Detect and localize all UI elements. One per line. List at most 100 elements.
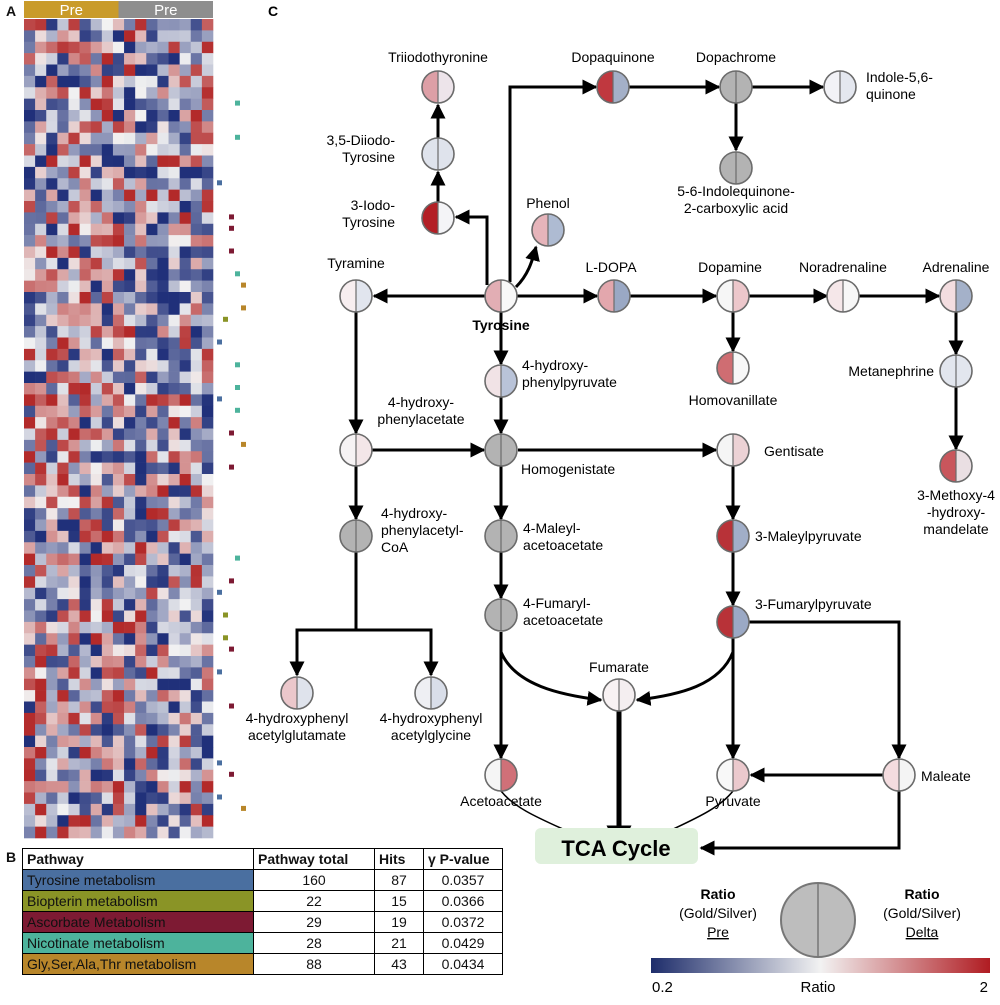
heatmap-cell: [112, 417, 125, 429]
heatmap-cell: [101, 781, 114, 793]
heatmap-cell: [168, 303, 180, 316]
heatmap-cell: [101, 735, 114, 748]
heatmap-cell: [101, 439, 114, 452]
heatmap-cell: [201, 314, 214, 327]
heatmap-cell: [201, 121, 214, 134]
heatmap-cell: [24, 758, 36, 771]
heatmap-cell: [90, 496, 103, 509]
heatmap-cell: [46, 565, 58, 577]
heatmap-cell: [201, 303, 214, 316]
heatmap-cell: [68, 565, 80, 577]
heatmap-cell: [201, 326, 214, 338]
heatmap-cell: [46, 280, 58, 293]
heatmap-cell: [179, 348, 192, 361]
heatmap-cell: [46, 462, 58, 475]
heatmap-cell: [201, 735, 214, 748]
heatmap-cell: [68, 360, 80, 372]
heatmap-cell: [46, 792, 58, 805]
heatmap-cell: [90, 792, 103, 805]
heatmap-cell: [90, 155, 103, 168]
heatmap-cell: [157, 576, 169, 589]
heatmap-cell: [179, 223, 192, 236]
heatmap-cell: [146, 735, 158, 748]
heatmap-cell: [57, 87, 69, 99]
heatmap-cell: [179, 769, 192, 782]
metabolite-label: Acetoacetate: [460, 793, 542, 809]
heatmap-cell: [168, 144, 180, 156]
heatmap-cell: [112, 519, 125, 532]
heatmap-cell: [124, 530, 136, 543]
heatmap-cell: [90, 678, 103, 691]
heatmap-cell: [157, 508, 169, 520]
metabolite-node-metanephrine: Metanephrine: [848, 354, 973, 388]
heatmap-cell: [201, 769, 214, 782]
heatmap-cell: [190, 314, 203, 327]
heatmap-cell: [35, 178, 47, 190]
heatmap-cell: [190, 144, 203, 156]
heatmap-cell: [79, 439, 92, 452]
heatmap-cell: [101, 565, 114, 577]
heatmap-cell: [135, 155, 147, 168]
heatmap-cell: [90, 394, 103, 407]
heatmap-cell: [146, 110, 158, 122]
heatmap-cell: [157, 98, 169, 111]
heatmap-cell: [124, 178, 136, 190]
heatmap-cell: [146, 758, 158, 771]
heatmap-cell: [190, 75, 203, 88]
heatmap-cell: [190, 178, 203, 190]
heatmap-cell: [79, 98, 92, 111]
heatmap-cell: [57, 144, 69, 156]
cell-total: 88: [253, 953, 375, 975]
metabolite-label: Pyruvate: [705, 793, 760, 809]
heatmap-cell: [146, 428, 158, 441]
heatmap-cell: [146, 587, 158, 600]
heatmap-cell: [68, 576, 80, 589]
heatmap-cell: [24, 644, 36, 657]
heatmap-cell: [124, 87, 136, 99]
heatmap-cell: [101, 769, 114, 782]
heatmap-cell: [135, 496, 147, 509]
heatmap-cell: [101, 621, 114, 634]
heatmap-cell: [24, 75, 36, 88]
heatmap-cell: [112, 223, 125, 236]
heatmap-cell: [101, 803, 114, 816]
heatmap-cell: [135, 110, 147, 122]
heatmap-cell: [46, 599, 58, 611]
heatmap-cell: [57, 576, 69, 589]
heatmap-cell: [57, 371, 69, 384]
heatmap-cell: [124, 496, 136, 509]
heatmap-cell: [35, 371, 47, 384]
reaction-arrow: [454, 209, 489, 285]
heatmap-cell: [135, 769, 147, 782]
heatmap-cell: [101, 326, 114, 338]
heatmap-cell: [24, 405, 36, 418]
heatmap-cell: [190, 724, 203, 736]
heatmap-cell: [35, 53, 47, 65]
heatmap-cell: [90, 826, 103, 839]
heatmap-cell: [146, 542, 158, 554]
heatmap-cell: [168, 678, 180, 691]
ratio-pre-half: [940, 355, 956, 387]
heatmap-cell: [68, 485, 80, 498]
heatmap-cell: [90, 246, 103, 259]
heatmap-cell: [79, 178, 92, 190]
heatmap-cell: [90, 189, 103, 202]
heatmap-cell: [79, 747, 92, 759]
metabolite-label: Tyrosine: [472, 317, 530, 333]
heatmap-cell: [35, 269, 47, 281]
heatmap-cell: [68, 656, 80, 668]
heatmap-cell: [57, 189, 69, 202]
heatmap-cell: [146, 678, 158, 691]
metabolite-label: Homogenistate: [521, 461, 615, 477]
heatmap-cell: [112, 314, 125, 327]
heatmap-cell: [79, 701, 92, 714]
heatmap-cell: [124, 337, 136, 350]
heatmap-cell: [168, 75, 180, 88]
heatmap-cell: [101, 98, 114, 111]
heatmap-cell: [190, 758, 203, 771]
heatmap-cell: [124, 155, 136, 168]
heatmap-cell: [157, 451, 169, 463]
heatmap-cell: [68, 826, 80, 839]
